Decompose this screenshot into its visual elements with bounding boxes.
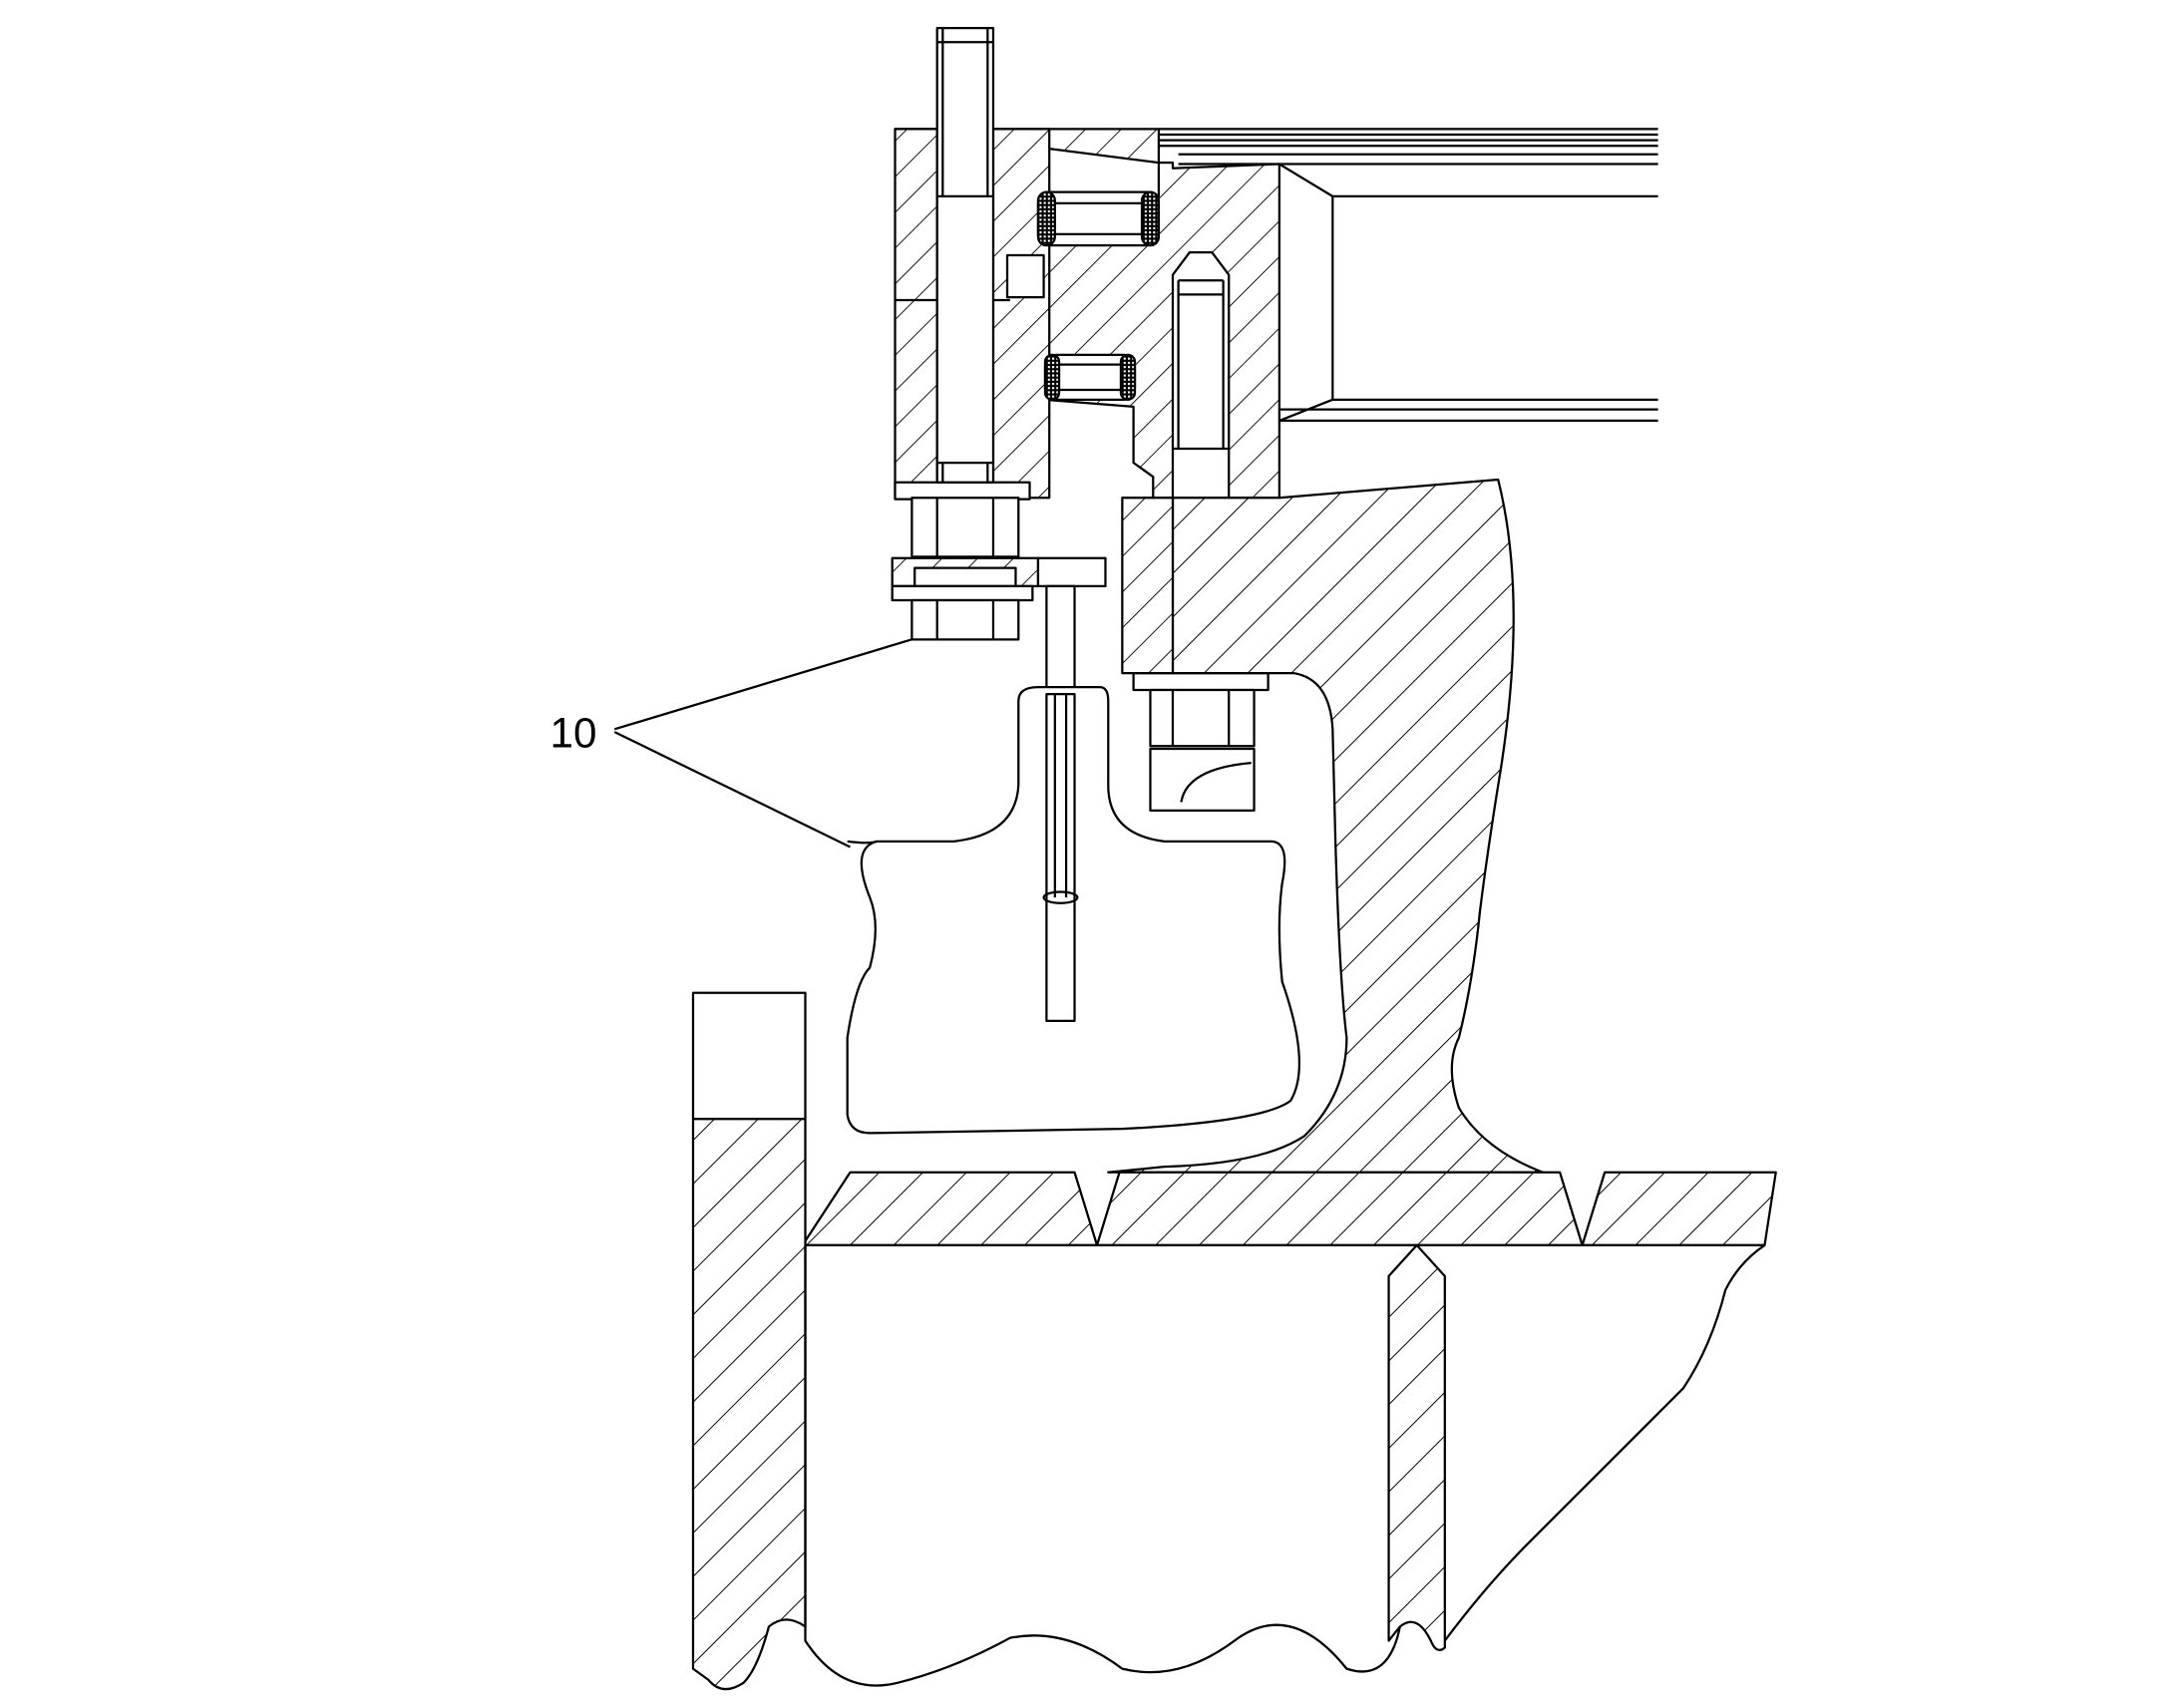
rail-head-body (1107, 478, 1545, 1174)
upper-roller (1036, 190, 1161, 247)
vertical-web (1387, 1243, 1446, 1651)
leader-lines-10 (613, 638, 912, 849)
left-wall (691, 991, 807, 1691)
reference-numeral-10: 10 (550, 710, 597, 757)
lower-roller (1043, 353, 1137, 401)
left-stud-bolt (935, 27, 995, 484)
lower-body-outline (804, 1243, 1766, 1687)
left-lower-nut (910, 598, 1020, 641)
small-spacer-block (1005, 253, 1045, 299)
left-upper-nut (910, 497, 1020, 558)
right-nut-lower (1149, 747, 1256, 813)
right-nut-upper (1149, 688, 1256, 748)
left-washer-bracket (891, 556, 1040, 602)
right-washer (1132, 671, 1270, 692)
base-plate (801, 1171, 1777, 1247)
clamp-foot (846, 686, 1301, 1135)
